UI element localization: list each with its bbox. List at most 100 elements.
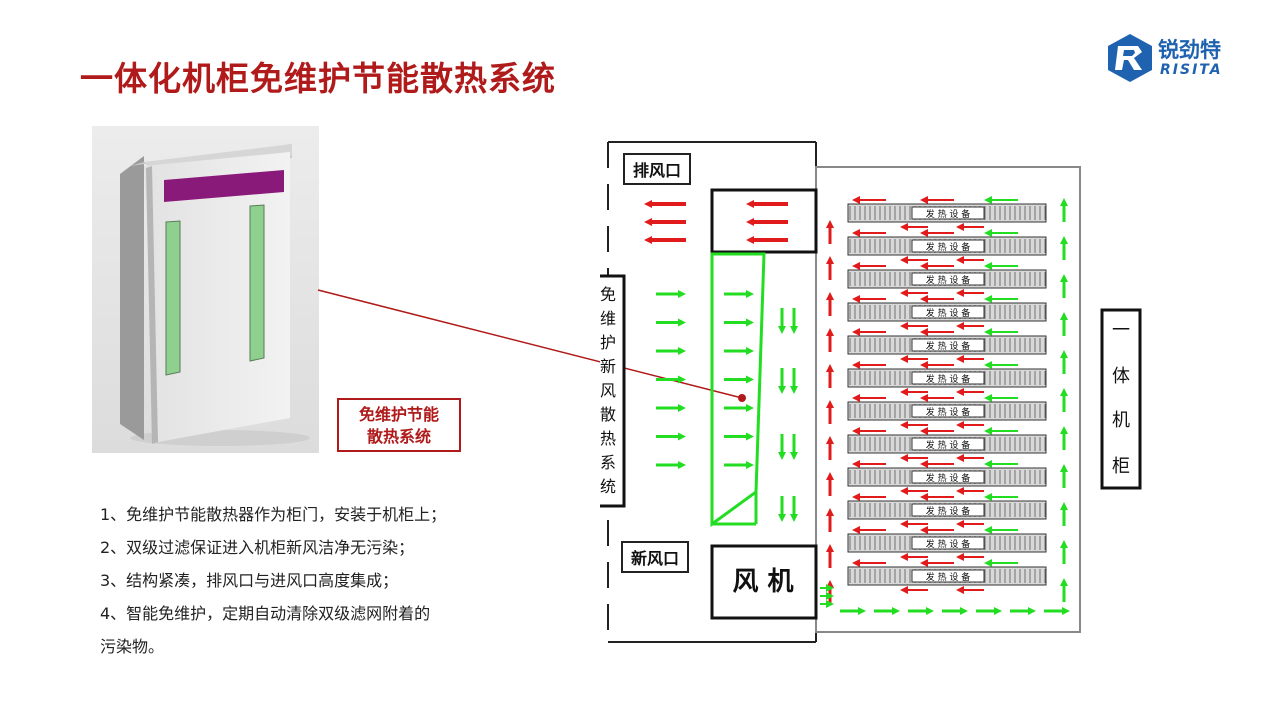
hot-air-arrow (900, 487, 928, 495)
hot-air-arrow (920, 427, 954, 435)
device-label: 发 热 设 备 (926, 571, 971, 583)
hot-air-arrow (956, 289, 984, 297)
hot-air-arrow (956, 553, 984, 561)
exhaust-arrow (644, 236, 686, 244)
cabinet-label-char: 柜 (1112, 456, 1130, 477)
airflow-arrows (644, 196, 1070, 615)
cabinet-vertical-label: 一 体 机 柜 (1112, 320, 1130, 477)
hot-riser-arrow (826, 292, 834, 316)
hot-air-arrow (900, 454, 928, 462)
hot-air-arrow (920, 394, 954, 402)
hot-air-arrow (920, 328, 954, 336)
fan-outlet-arrow (820, 584, 834, 592)
cool-air-arrow (984, 526, 1018, 534)
hot-air-arrow (956, 322, 984, 330)
heat-device: 发 热 设 备 (847, 269, 1047, 289)
hot-air-arrow (920, 262, 954, 270)
cabinet-label-char: 体 (1112, 366, 1130, 387)
page-title: 一体化机柜免维护节能散热系统 (80, 59, 556, 98)
cool-riser-arrow (1060, 540, 1068, 564)
heat-devices: 发 热 设 备发 热 设 备发 热 设 备发 热 设 备发 热 设 备发 热 设… (847, 203, 1047, 586)
cool-air-arrow (984, 328, 1018, 336)
hot-air-arrow (920, 526, 954, 534)
hot-air-arrow (900, 388, 928, 396)
intake-label-box (621, 541, 689, 573)
cool-air-arrow (984, 559, 1018, 567)
device-label: 发 热 设 备 (926, 208, 971, 220)
fresh-air-arrow (656, 432, 686, 441)
cabinet-label-char: 机 (1112, 410, 1130, 431)
hot-air-arrow (852, 361, 886, 369)
system-label-char: 新 (600, 357, 616, 376)
exhaust-arrow (746, 218, 788, 226)
feature-list: 1、免维护节能散热器作为柜门，安装于机柜上； 2、双级过滤保证进入机柜新风洁净无… (100, 498, 520, 663)
feature-item: 污染物。 (100, 637, 165, 656)
hot-air-arrow (956, 586, 984, 594)
cool-riser-arrow (1060, 236, 1068, 260)
system-label-char: 维 (600, 309, 616, 328)
hot-air-arrow (852, 229, 886, 237)
device-label: 发 热 设 备 (926, 505, 971, 517)
down-air-arrow (778, 496, 786, 522)
down-air-arrow (778, 368, 786, 394)
hot-air-arrow (900, 553, 928, 561)
fresh-air-arrow (656, 290, 686, 298)
fresh-air-arrow (724, 347, 754, 355)
fresh-air-arrow (724, 290, 754, 298)
hot-air-arrow (920, 295, 954, 303)
hot-air-arrow (852, 328, 886, 336)
system-vertical-label: 免 维 护 新 风 散 热 系 统 (600, 285, 616, 496)
hot-air-arrow (852, 460, 886, 468)
hot-riser-arrow (826, 400, 834, 424)
cool-air-arrow (984, 394, 1018, 402)
device-label: 发 热 设 备 (926, 472, 971, 484)
cool-air-arrow (984, 361, 1018, 369)
hot-air-arrow (852, 427, 886, 435)
hot-air-arrow (852, 526, 886, 534)
down-air-arrow (778, 434, 786, 460)
hot-riser-arrow (826, 472, 834, 496)
heat-device: 发 热 设 备 (847, 401, 1047, 421)
hot-air-arrow (900, 289, 928, 297)
cool-riser-arrow (1060, 464, 1068, 488)
cool-riser-arrow (1060, 502, 1068, 526)
hot-air-arrow (956, 223, 984, 231)
cabinet-label-char: 一 (1112, 320, 1130, 341)
hot-air-arrow (956, 520, 984, 528)
hot-air-arrow (956, 256, 984, 264)
cool-riser-arrow (1060, 198, 1068, 222)
hot-riser-arrow (826, 544, 834, 568)
down-air-arrow (778, 308, 786, 334)
brand-logo: 锐劲特 RISITA (1104, 32, 1244, 84)
feature-item: 3、结构紧凑，排风口与进风口高度集成； (100, 571, 399, 590)
fan-outlet-arrow (820, 592, 834, 600)
device-label: 发 热 设 备 (926, 373, 971, 385)
exhaust-arrow (746, 236, 788, 244)
product-label-line2: 散热系统 (366, 427, 431, 446)
system-label-char: 热 (600, 429, 616, 448)
cabinet-photo (92, 126, 319, 453)
down-air-arrow (790, 308, 798, 334)
hot-air-arrow (852, 394, 886, 402)
bottom-air-arrow (874, 607, 900, 615)
bottom-air-arrow (942, 607, 968, 615)
hot-air-arrow (956, 487, 984, 495)
cool-air-arrow (984, 262, 1018, 270)
system-label-box (600, 274, 626, 508)
hot-air-arrow (956, 421, 984, 429)
cool-riser-arrow (1060, 350, 1068, 374)
fresh-air-arrow (656, 347, 686, 355)
hot-riser-arrow (826, 328, 834, 352)
fresh-air-arrow (724, 432, 754, 441)
intake-label: 新风口 (631, 549, 679, 568)
product-label: 免维护节能 散热系统 (337, 398, 461, 452)
hot-air-arrow (852, 559, 886, 567)
hot-air-arrow (920, 361, 954, 369)
bottom-air-arrow (1010, 607, 1036, 615)
hot-riser-arrow (826, 364, 834, 388)
down-air-arrow (790, 434, 798, 460)
hot-air-arrow (900, 586, 928, 594)
cabinet-label-box (1100, 308, 1142, 490)
hot-air-arrow (900, 322, 928, 330)
device-label: 发 热 设 备 (926, 307, 971, 319)
